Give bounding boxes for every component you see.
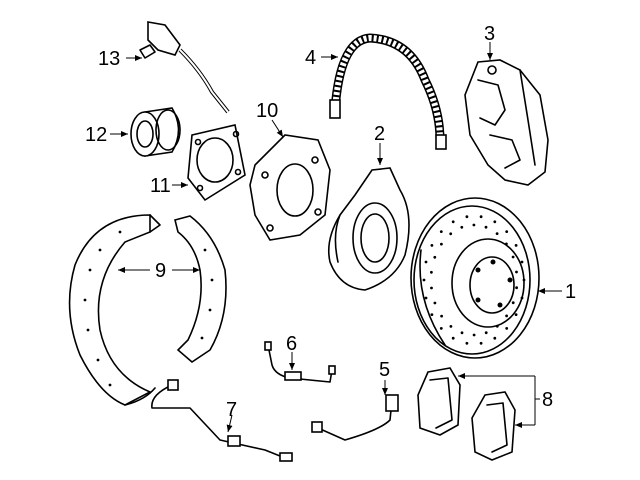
parking-brake-shoes (68, 214, 227, 406)
brake-line-short (264, 341, 336, 383)
rotor-hole (505, 230, 509, 234)
rotor-hole (449, 232, 453, 236)
rotor-hole (439, 327, 443, 330)
rotor-hole (479, 215, 483, 219)
rotor-hole (472, 333, 476, 337)
rotor-hole (465, 215, 469, 219)
shoe-hole (200, 336, 204, 340)
callout-labels: 1 2 3 4 5 6 7 8 9 10 11 12 13 (85, 23, 576, 421)
shoe-hole (203, 248, 207, 252)
shoe-hole (210, 278, 214, 282)
rotor-hole (515, 286, 518, 290)
rotor-hole (520, 260, 524, 264)
callout-13: 13 (98, 48, 120, 70)
callout-7: 7 (226, 399, 237, 421)
shoe-hole (83, 298, 87, 302)
abs-sensor (139, 21, 230, 114)
brake-pads (417, 367, 516, 461)
leader-lines (110, 42, 562, 433)
callout-4: 4 (305, 47, 316, 69)
rotor-hole (514, 313, 518, 316)
shoe-hole (96, 358, 100, 362)
rotor-hole (495, 324, 499, 328)
rotor-hole (439, 230, 443, 234)
callout-1: 1 (565, 281, 576, 303)
rotor-hole (433, 301, 437, 305)
rotor-hole (511, 255, 515, 259)
rotor-hole (465, 341, 469, 345)
callout-9: 9 (155, 260, 166, 282)
shoe-hole (86, 328, 90, 332)
callout-8: 8 (542, 389, 553, 411)
rotor-hole (460, 225, 464, 229)
rotor-hole (422, 278, 426, 282)
rotor-hole (505, 314, 508, 318)
brake-rotor (410, 197, 540, 359)
rotor-hole (440, 242, 443, 246)
rotor-hole (493, 336, 497, 340)
rotor-hole (451, 336, 455, 340)
rotor-hole (433, 255, 437, 259)
cover-plate (187, 124, 246, 202)
rotor-hole (424, 296, 428, 300)
rotor-hole (484, 331, 488, 335)
rotor-hole (520, 296, 524, 300)
wheel-bearing (130, 107, 181, 157)
rotor-hole (514, 244, 518, 247)
rotor-hole (484, 225, 488, 229)
brake-line (311, 394, 399, 441)
rotor-hole (430, 313, 434, 316)
callout-6: 6 (286, 333, 297, 355)
shoe-hole (88, 268, 92, 272)
dust-shield (327, 167, 410, 291)
rotor-hole (424, 260, 428, 264)
brake-hose (329, 33, 447, 150)
callout-3: 3 (484, 23, 495, 45)
rotor-hole (430, 244, 434, 247)
rotor-hole (449, 325, 453, 328)
rotor-hole (440, 314, 443, 318)
rotor-hole (495, 232, 499, 236)
rotor-hole (511, 301, 515, 305)
rotor-hole (430, 270, 433, 274)
shoe-hole (98, 248, 102, 252)
shoe-hole (208, 308, 212, 312)
brake-caliper (464, 59, 549, 186)
callout-2: 2 (374, 123, 385, 145)
rotor-hole (472, 223, 476, 227)
rotor-hole (505, 242, 508, 246)
rotor-hole (451, 220, 455, 224)
rotor-hole (430, 286, 433, 290)
rotor-hole (505, 327, 509, 330)
callout-10: 10 (256, 100, 278, 122)
rotor-hole (460, 331, 464, 335)
rotor-hole (515, 270, 518, 274)
wheel-carrier (249, 134, 331, 241)
pad-wear-sensor (151, 379, 293, 462)
shoe-hole (118, 230, 122, 234)
rotor-hole (522, 278, 526, 282)
callout-12: 12 (85, 124, 107, 146)
rotor-hole (493, 220, 497, 224)
rotor-hole (479, 341, 483, 345)
callout-5: 5 (379, 359, 390, 381)
shoe-hole (108, 383, 112, 387)
callout-11: 11 (150, 175, 171, 197)
